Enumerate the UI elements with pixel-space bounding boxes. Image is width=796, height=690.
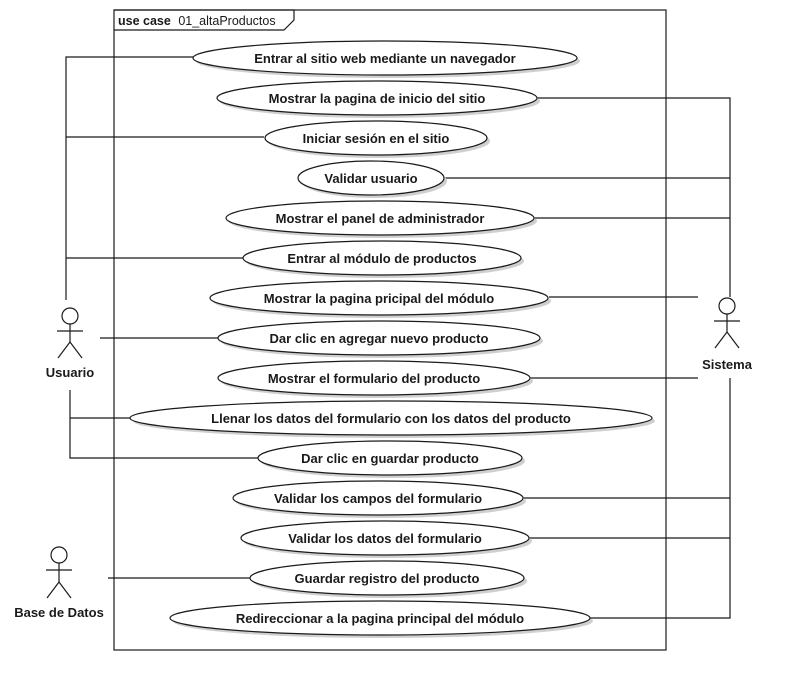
use-case: Mostrar la pagina pricipal del módulo bbox=[209, 280, 551, 318]
use-case: Llenar los datos del formulario con los … bbox=[129, 400, 655, 438]
use-case-label: Entrar al sitio web mediante un navegado… bbox=[254, 51, 516, 66]
actor-label-usuario: Usuario bbox=[46, 365, 94, 380]
use-case-label: Entrar al módulo de productos bbox=[287, 251, 476, 266]
use-case-label: Validar usuario bbox=[324, 171, 417, 186]
use-case: Mostrar la pagina de inicio del sitio bbox=[216, 80, 540, 118]
use-case-label: Iniciar sesión en el sitio bbox=[303, 131, 450, 146]
use-case-label: Validar los datos del formulario bbox=[288, 531, 482, 546]
actor-usuario: Usuario bbox=[46, 307, 94, 380]
use-case-label: Mostrar el formulario del producto bbox=[268, 371, 480, 386]
use-case: Validar los campos del formulario bbox=[232, 480, 526, 518]
actor-label-base-datos: Base de Datos bbox=[14, 605, 104, 620]
frame-keyword: use case bbox=[118, 14, 171, 28]
use-case: Iniciar sesión en el sitio bbox=[264, 120, 490, 158]
use-case: Entrar al sitio web mediante un navegado… bbox=[192, 40, 580, 78]
use-case-label: Dar clic en agregar nuevo producto bbox=[270, 331, 489, 346]
sistema-associations bbox=[444, 97, 731, 619]
use-case: Mostrar el formulario del producto bbox=[217, 360, 533, 398]
stick-figure-icon bbox=[714, 297, 740, 349]
use-case: Guardar registro del producto bbox=[249, 560, 527, 598]
usuario-associations bbox=[65, 56, 264, 459]
use-case-label: Mostrar la pagina de inicio del sitio bbox=[269, 91, 486, 106]
actor-sistema: Sistema bbox=[702, 297, 753, 372]
frame-name: 01_altaProductos bbox=[178, 14, 275, 28]
use-case: Mostrar el panel de administrador bbox=[225, 200, 537, 238]
use-case: Dar clic en guardar producto bbox=[257, 440, 525, 478]
frame: use case 01_altaProductos bbox=[113, 9, 667, 651]
use-case-label: Mostrar el panel de administrador bbox=[276, 211, 485, 226]
use-case-label: Mostrar la pagina pricipal del módulo bbox=[264, 291, 494, 306]
use-case: Validar usuario bbox=[297, 160, 447, 198]
stick-figure-icon bbox=[46, 546, 72, 599]
actor-base-datos: Base de Datos bbox=[14, 546, 104, 620]
use-case: Entrar al módulo de productos bbox=[242, 240, 524, 278]
use-case: Redireccionar a la pagina principal del … bbox=[169, 600, 593, 638]
use-cases: Entrar al sitio web mediante un navegado… bbox=[129, 40, 655, 638]
use-case-label: Redireccionar a la pagina principal del … bbox=[236, 611, 524, 626]
use-case-label: Llenar los datos del formulario con los … bbox=[211, 411, 571, 426]
actor-label-sistema: Sistema bbox=[702, 357, 753, 372]
use-case: Validar los datos del formulario bbox=[240, 520, 532, 558]
use-case-label: Dar clic en guardar producto bbox=[301, 451, 479, 466]
stick-figure-icon bbox=[57, 307, 83, 359]
use-case: Dar clic en agregar nuevo producto bbox=[217, 320, 543, 358]
use-case-label: Guardar registro del producto bbox=[295, 571, 480, 586]
use-case-label: Validar los campos del formulario bbox=[274, 491, 482, 506]
frame-title: use case 01_altaProductos bbox=[118, 14, 276, 28]
